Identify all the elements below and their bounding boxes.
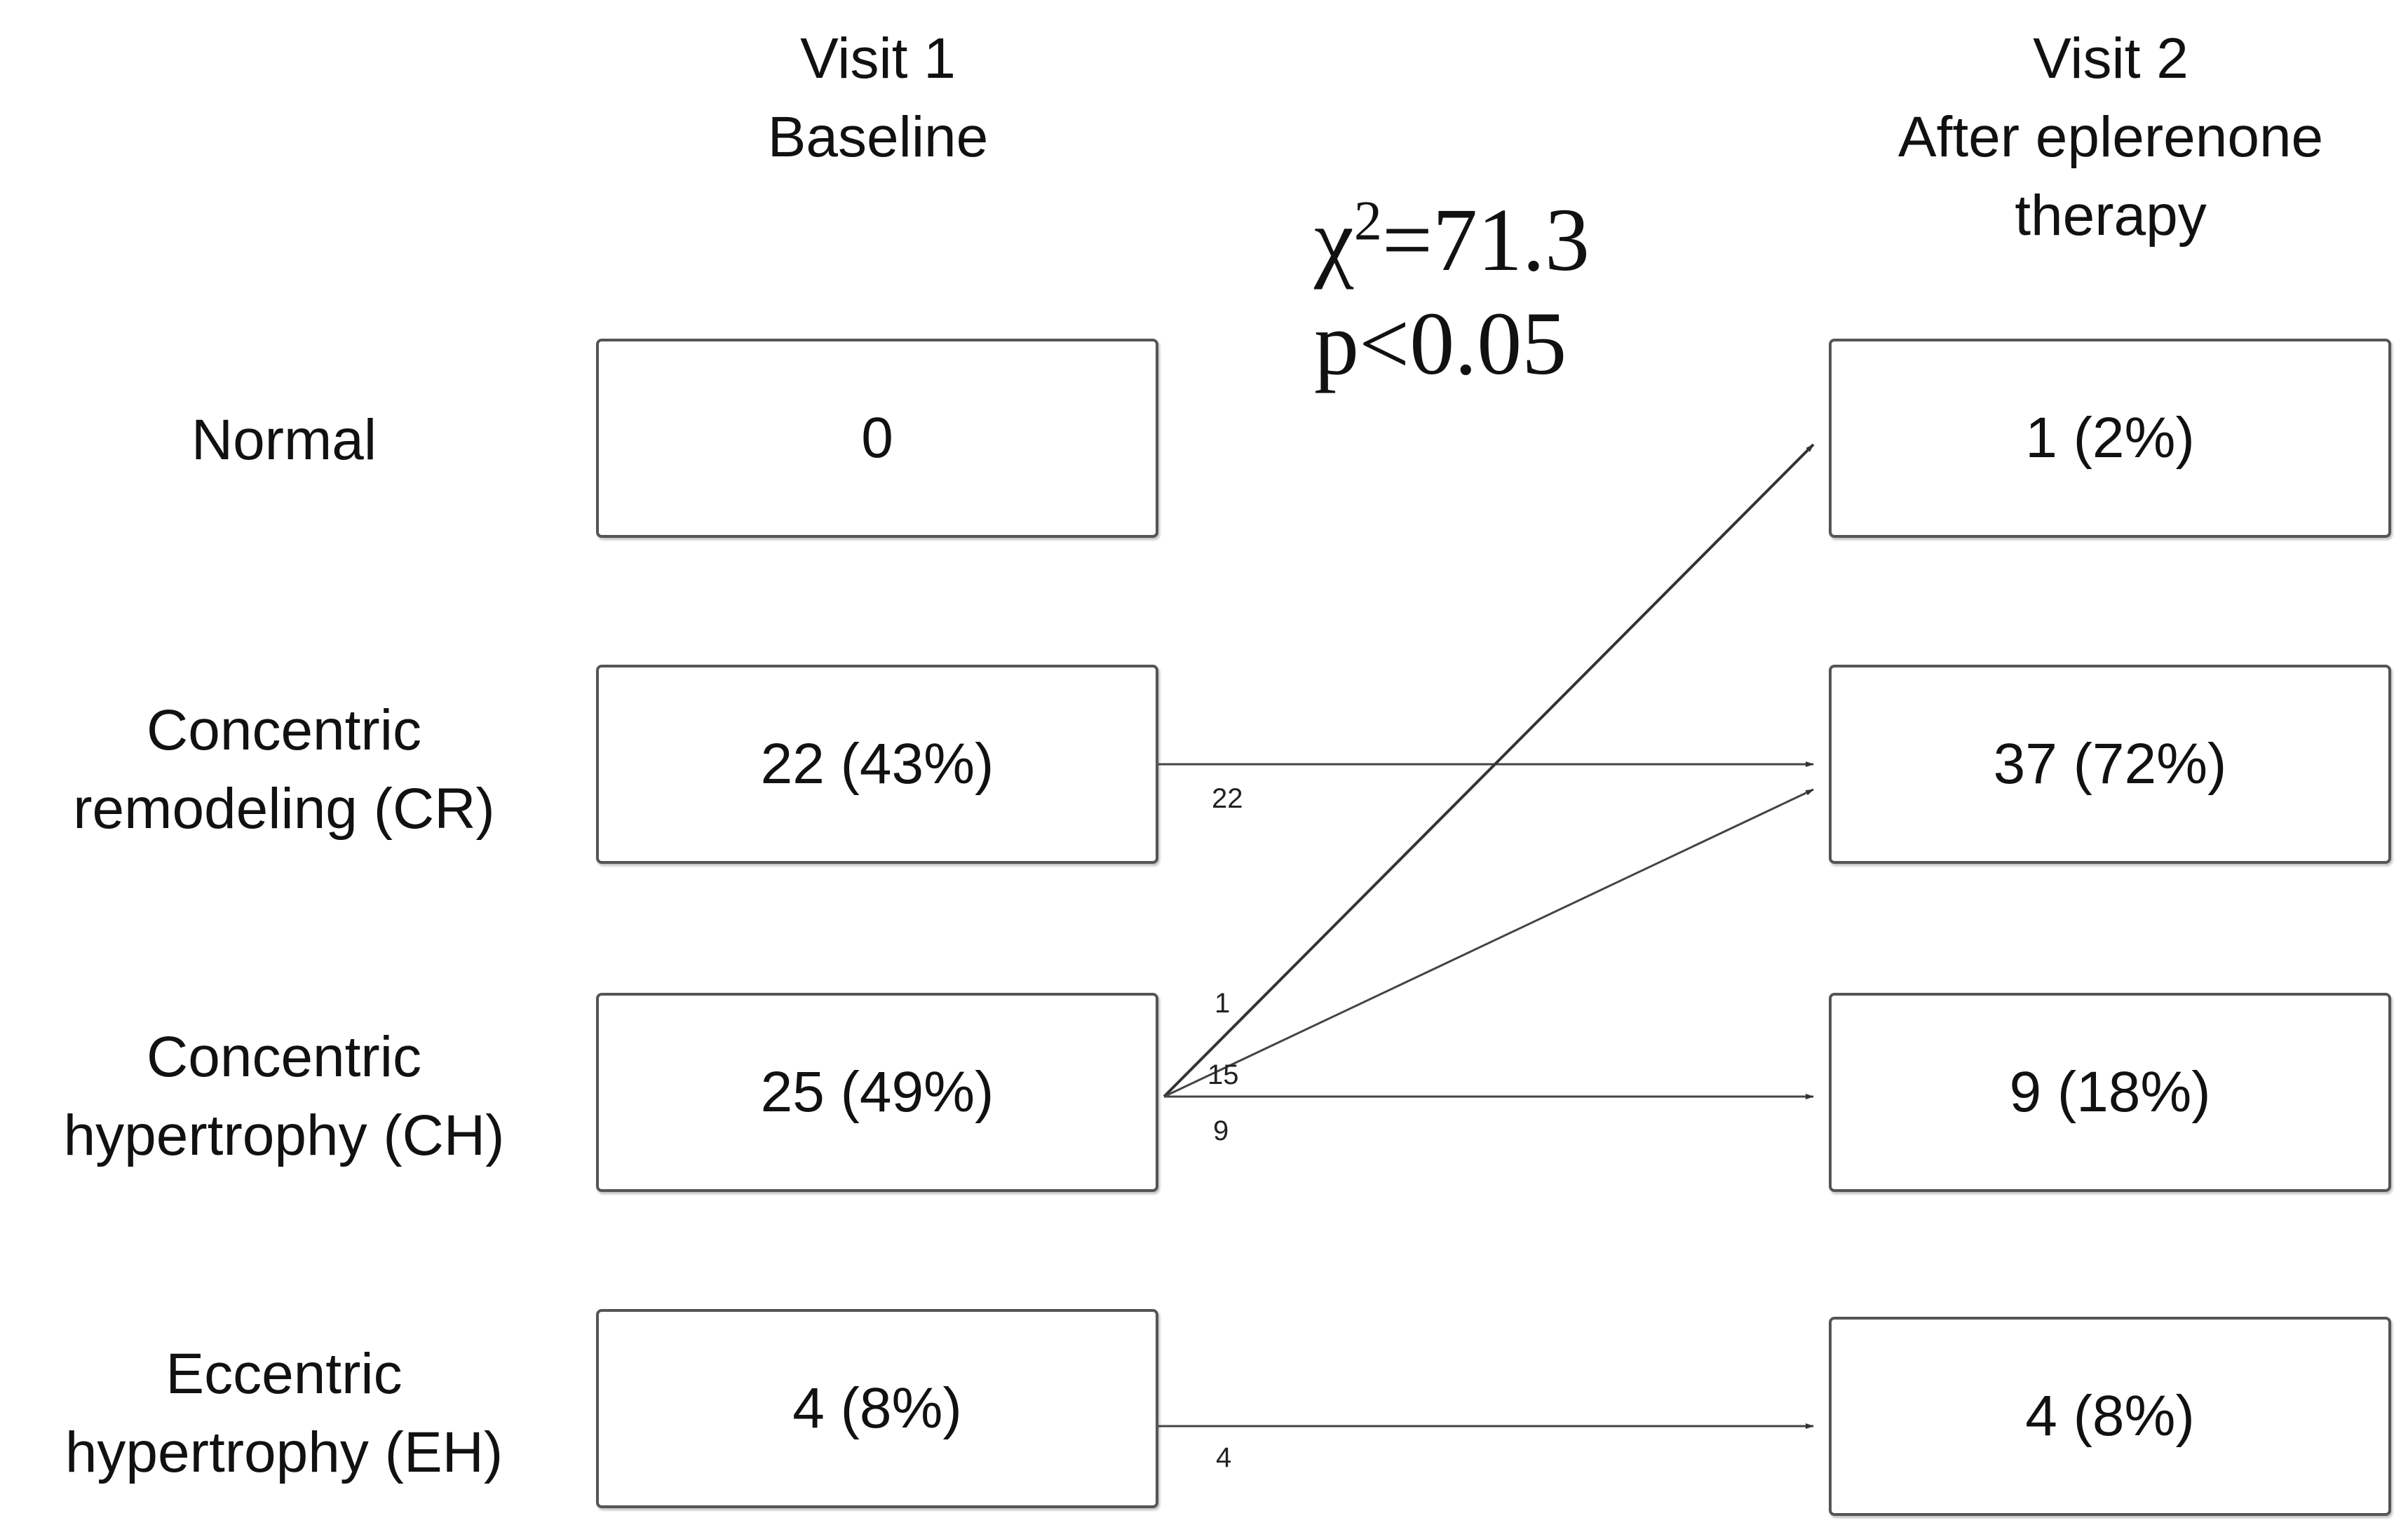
row-label-ch-line1: Concentric xyxy=(147,1025,421,1089)
flow-label-ch-ch: 9 xyxy=(1213,1116,1229,1146)
flow-arrow-ch-normal xyxy=(1163,443,1815,1098)
visit2-box-cr: 37 (72%) xyxy=(1829,665,2391,864)
visit2-value-normal: 1 (2%) xyxy=(2025,406,2195,470)
visit1-box-eh: 4 (8%) xyxy=(596,1309,1158,1508)
row-label-eh-line1: Eccentric xyxy=(165,1342,403,1406)
row-label-eh-line2: hypertrophy (EH) xyxy=(65,1421,503,1484)
row-label-ch-line2: hypertrophy (CH) xyxy=(63,1104,505,1167)
visit2-box-eh: 4 (8%) xyxy=(1829,1317,2391,1516)
visit2-value-eh: 4 (8%) xyxy=(2025,1384,2195,1448)
row-label-eh: Eccentric hypertrophy (EH) xyxy=(14,1335,554,1492)
visit2-box-ch: 9 (18%) xyxy=(1829,993,2391,1192)
visit1-box-normal: 0 xyxy=(596,339,1158,538)
visit1-subtitle: Baseline xyxy=(767,105,989,169)
row-label-cr-line1: Concentric xyxy=(147,698,421,762)
chi-exponent: 2 xyxy=(1353,190,1382,252)
flow-arrow-ch-cr xyxy=(1163,788,1814,1098)
visit2-value-ch: 9 (18%) xyxy=(2009,1060,2211,1124)
flow-label-ch-normal: 1 xyxy=(1215,988,1230,1019)
flow-label-cr-cr: 22 xyxy=(1212,783,1243,814)
visit1-value-ch: 25 (49%) xyxy=(760,1060,994,1124)
visit2-box-normal: 1 (2%) xyxy=(1829,339,2391,538)
visit2-subtitle-line2: therapy xyxy=(2015,184,2207,248)
row-label-cr-line2: remodeling (CR) xyxy=(73,777,495,841)
visit2-header: Visit 2 After eplerenone therapy xyxy=(1795,20,2408,255)
row-label-ch: Concentric hypertrophy (CH) xyxy=(14,1018,554,1175)
row-label-normal-line1: Normal xyxy=(191,408,377,472)
statistics-annotation: χ2=71.3 p<0.05 xyxy=(1314,188,1590,395)
visit2-title: Visit 2 xyxy=(2033,27,2189,90)
chi-symbol: χ xyxy=(1314,190,1354,290)
flow-label-eh-eh: 4 xyxy=(1216,1442,1231,1473)
visit2-subtitle-line1: After eplerenone xyxy=(1898,105,2324,169)
visit1-value-eh: 4 (8%) xyxy=(792,1376,962,1440)
visit1-header: Visit 1 Baseline xyxy=(562,20,1193,177)
chi-value: =71.3 xyxy=(1381,190,1590,290)
visit1-value-normal: 0 xyxy=(861,406,893,470)
visit1-box-ch: 25 (49%) xyxy=(596,993,1158,1192)
row-label-normal: Normal xyxy=(14,401,554,480)
row-label-cr: Concentric remodeling (CR) xyxy=(14,691,554,848)
visit1-value-cr: 22 (43%) xyxy=(760,732,994,796)
visit2-value-cr: 37 (72%) xyxy=(1993,732,2227,796)
visit1-title: Visit 1 xyxy=(800,27,956,90)
flow-label-ch-cr: 15 xyxy=(1208,1059,1239,1090)
chi-square-stat: χ2=71.3 xyxy=(1314,188,1590,292)
visit1-box-cr: 22 (43%) xyxy=(596,665,1158,864)
p-value: p<0.05 xyxy=(1314,294,1567,393)
